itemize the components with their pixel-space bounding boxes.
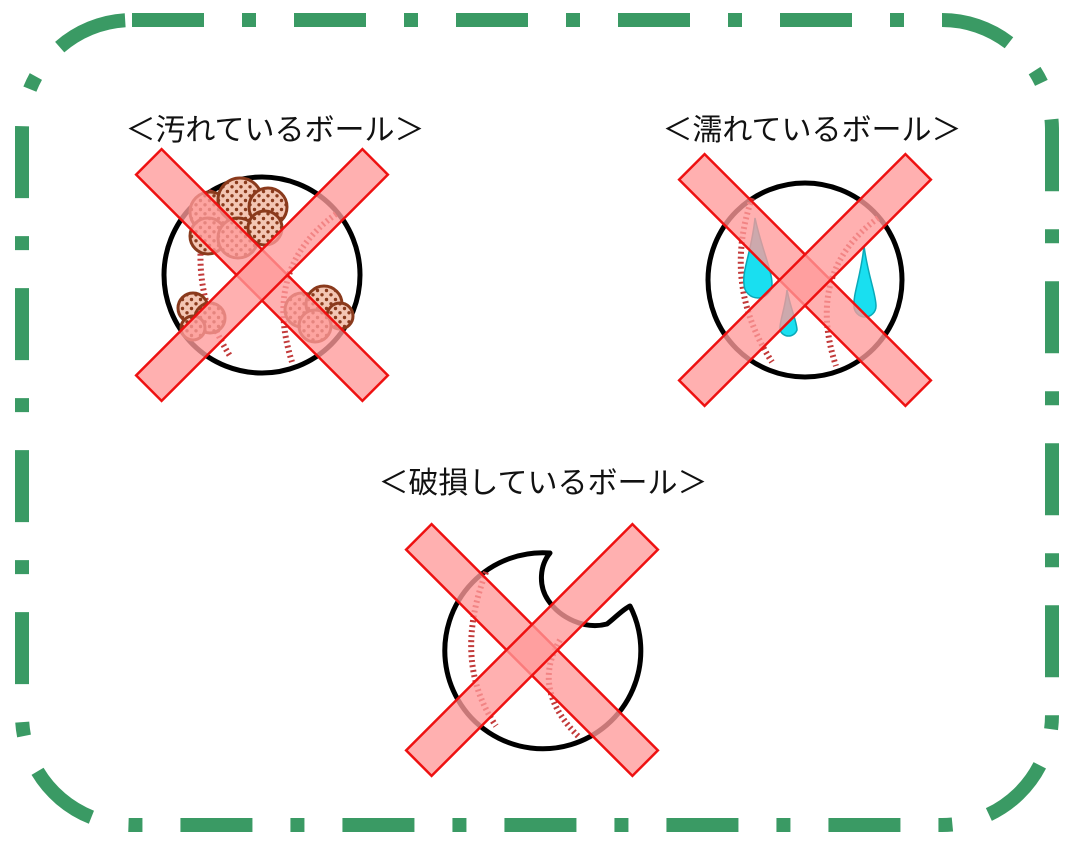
wet-ball-caption: ＜濡れているボール＞ [662,113,961,148]
wet-ball-icon [677,152,933,408]
dashed-frame [15,13,1059,832]
prohibited-cross-icon [404,522,660,778]
dirty-ball-panel: ＜汚れているボール＞ [125,113,425,403]
dirty-ball-caption: ＜汚れているボール＞ [125,113,424,148]
wet-ball-panel: ＜濡れているボール＞ [662,113,962,408]
dirty-ball-icon [134,147,390,403]
damaged-ball-caption: ＜破損しているボール＞ [378,466,707,501]
prohibited-cross-icon [134,147,390,403]
prohibited-cross-icon [677,152,933,408]
damaged-ball-panel: ＜破損しているボール＞ [378,466,708,778]
damaged-ball-icon [404,522,660,778]
